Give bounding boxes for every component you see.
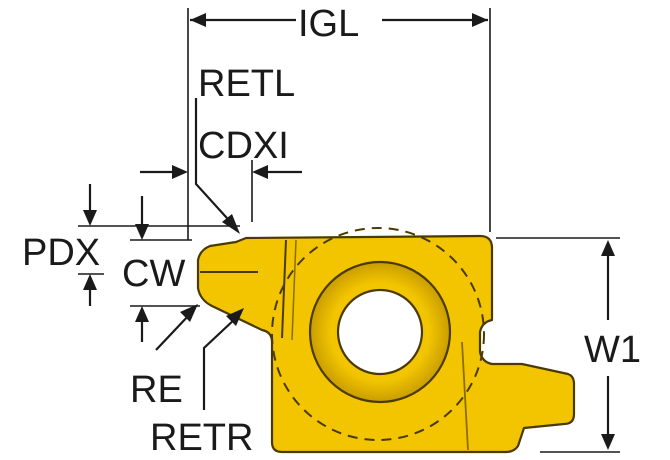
- igl-dimension: IGL: [187, 3, 491, 240]
- grooving-insert: [196, 227, 576, 454]
- cdxi-dimension: CDXI: [140, 125, 302, 222]
- retr-label: RETR: [150, 417, 253, 459]
- igl-label: IGL: [298, 3, 359, 45]
- re-label: RE: [130, 369, 183, 411]
- retr-callout: RETR: [150, 308, 253, 459]
- pdx-label: PDX: [22, 232, 100, 274]
- center-hole: [336, 288, 424, 376]
- pdx-dimension: PDX: [22, 184, 240, 306]
- chip-breaker-edge-2: [291, 239, 297, 341]
- cw-label: CW: [122, 253, 185, 295]
- re-callout: RE: [130, 304, 198, 411]
- rear-edge-line: [461, 341, 469, 451]
- pocket-circle-dashed: [271, 227, 485, 441]
- cw-dimension: CW: [122, 196, 200, 342]
- chip-breaker-edge: [281, 239, 287, 339]
- retl-callout: RETL: [194, 63, 295, 234]
- w1-label: W1: [584, 329, 641, 371]
- cdxi-label: CDXI: [198, 125, 289, 167]
- w1-dimension: W1: [496, 237, 641, 453]
- retl-label: RETL: [198, 63, 295, 105]
